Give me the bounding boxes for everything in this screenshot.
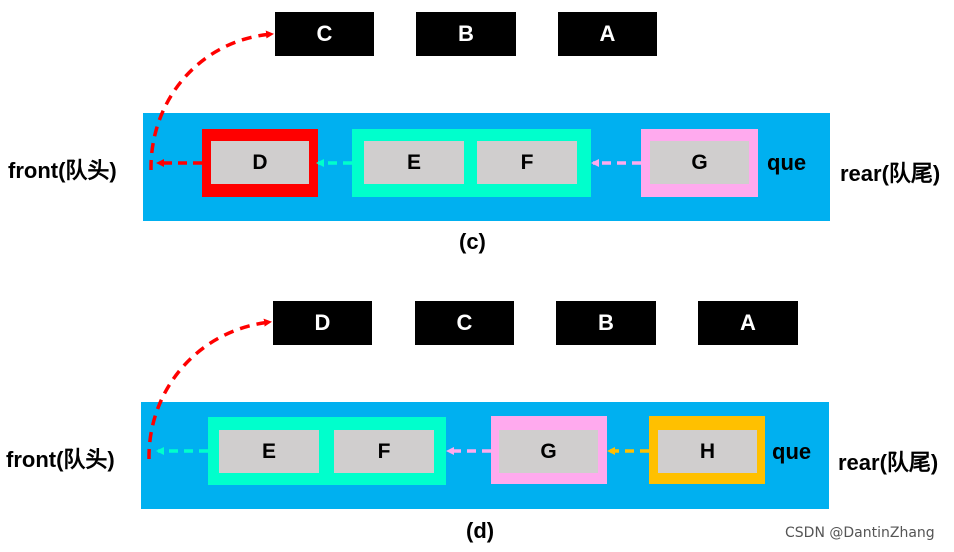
watermark: CSDN @DantinZhang xyxy=(785,525,935,541)
queue-cell-d: D xyxy=(211,141,309,184)
front-label-d: front(队头) xyxy=(6,447,115,472)
caption-d: (d) xyxy=(466,518,495,543)
dequeued-block-b2: B xyxy=(556,301,656,345)
dequeued-block-d: D xyxy=(273,301,372,345)
queue-cell-f: F xyxy=(477,141,577,184)
dequeued-block-a2: A xyxy=(698,301,798,345)
curved-dequeue-arrow-c xyxy=(149,30,274,171)
dequeued-block-a: A xyxy=(558,12,657,56)
queue-cell-g: G xyxy=(650,141,749,184)
que-label-d: que xyxy=(772,439,812,464)
queue-cell-f-d: F xyxy=(334,430,434,473)
rear-label-c: rear(队尾) xyxy=(840,161,941,186)
front-label-c: front(队头) xyxy=(8,158,117,183)
dequeued-block-c2: C xyxy=(415,301,514,345)
queue-cell-h: H xyxy=(658,430,757,473)
caption-c: (c) xyxy=(459,229,486,254)
rear-label-d: rear(队尾) xyxy=(838,450,939,475)
dequeued-block-b: B xyxy=(416,12,516,56)
curved-dequeue-arrow-d xyxy=(147,318,272,460)
queue-cell-g-d: G xyxy=(499,430,598,473)
que-label-c: que xyxy=(767,150,807,175)
queue-cell-e-d: E xyxy=(219,430,319,473)
queue-cell-e: E xyxy=(364,141,464,184)
dequeued-block-c: C xyxy=(275,12,374,56)
